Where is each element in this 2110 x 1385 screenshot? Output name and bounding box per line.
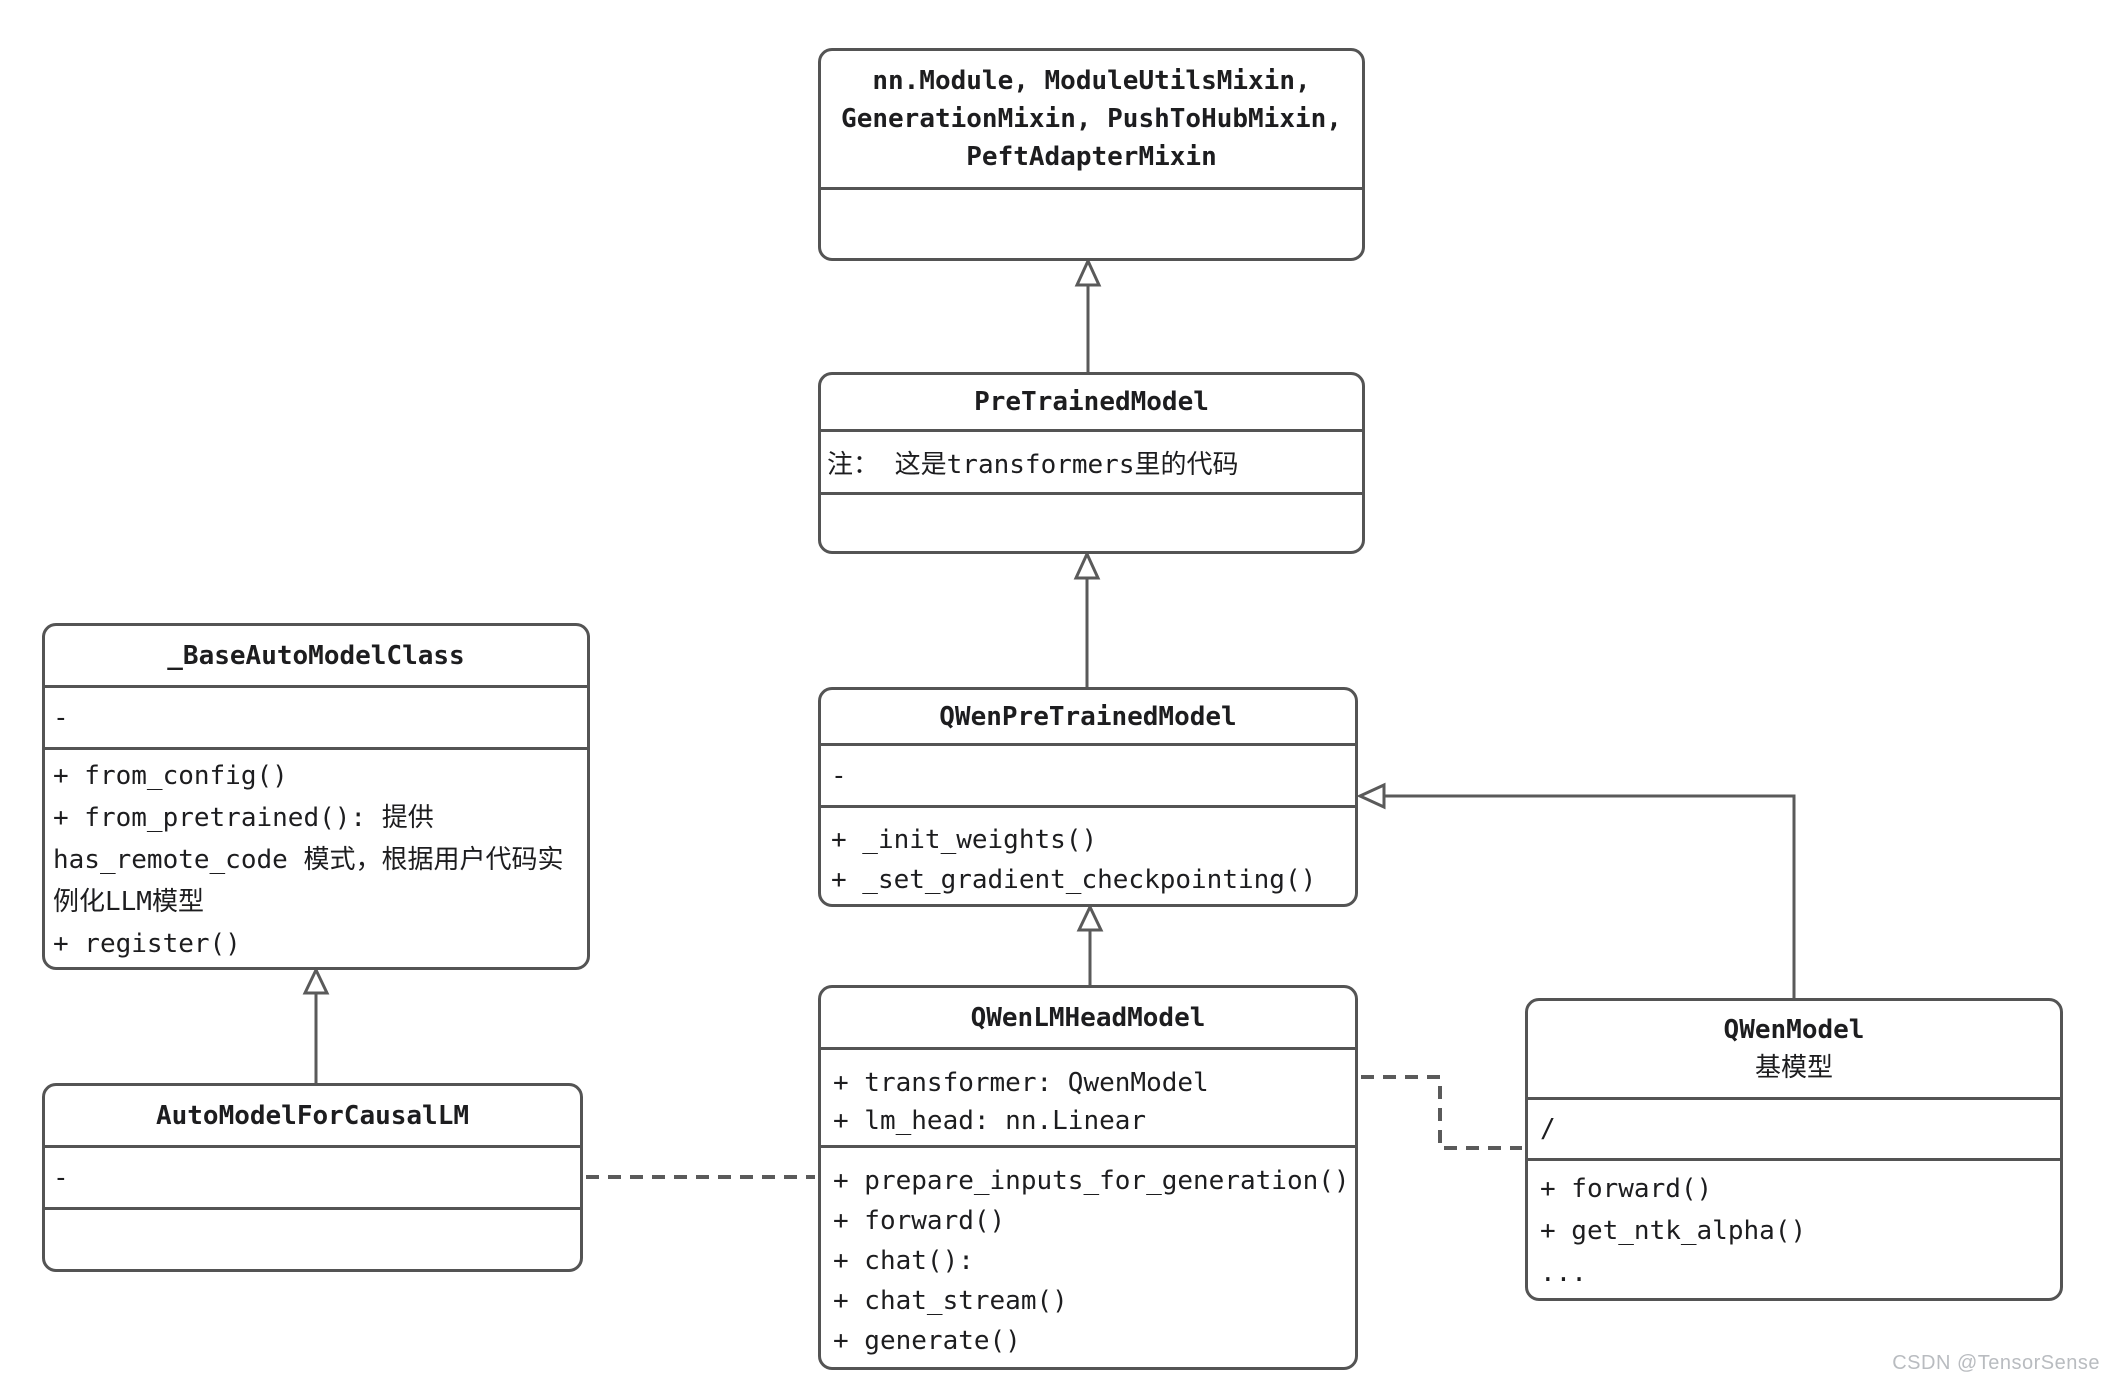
method-line: + generate()	[833, 1326, 1021, 1356]
methods-compartment: + from_config() + from_pretrained(): 提供 …	[45, 747, 587, 967]
inheritance-line-qwenmodel-to-qwenpretrained	[1384, 794, 1796, 998]
attributes-compartment: -	[821, 743, 1355, 805]
empty-compartment	[45, 1207, 580, 1269]
class-title-text: PreTrainedModel	[974, 387, 1209, 417]
class-title-text: QWenModel	[1723, 1015, 1865, 1045]
class-box-baseautomodelclass: _BaseAutoModelClass - + from_config() + …	[42, 623, 590, 970]
class-box-qwenpretrainedmodel: QWenPreTrainedModel - + _init_weights() …	[818, 687, 1358, 907]
attribute-line: + transformer: QwenModel	[833, 1068, 1209, 1098]
class-title-text: _BaseAutoModelClass	[167, 640, 465, 671]
attributes-compartment: + transformer: QwenModel + lm_head: nn.L…	[821, 1047, 1355, 1145]
attribute-line: /	[1540, 1114, 1556, 1144]
method-line: + chat_stream()	[833, 1286, 1068, 1316]
class-box-qwenlmheadmodel: QWenLMHeadModel + transformer: QwenModel…	[818, 985, 1358, 1370]
class-title-line: PeftAdapterMixin	[966, 142, 1217, 172]
method-line: + register()	[53, 929, 241, 959]
class-box-mixins: nn.Module, ModuleUtilsMixin, GenerationM…	[818, 48, 1365, 261]
class-note: 注： 这是transformers里的代码	[821, 429, 1362, 492]
class-title: PreTrainedModel	[821, 375, 1362, 429]
inheritance-arrowhead-up	[302, 966, 330, 995]
empty-compartment	[821, 187, 1362, 258]
note-text: 注： 这是transformers里的代码	[827, 449, 1239, 480]
method-line: + forward()	[1540, 1174, 1713, 1204]
attribute-line: -	[53, 1162, 69, 1193]
attribute-line: + lm_head: nn.Linear	[833, 1106, 1147, 1136]
class-title: QWenLMHeadModel	[821, 988, 1355, 1047]
method-line: + from_config()	[53, 761, 288, 791]
attributes-compartment: -	[45, 1145, 580, 1207]
method-line: + get_ntk_alpha()	[1540, 1216, 1807, 1246]
method-line: + _set_gradient_checkpointing()	[831, 865, 1317, 895]
attribute-line: -	[831, 760, 847, 791]
inheritance-arrowhead-up	[1073, 550, 1101, 580]
methods-compartment: + _init_weights() + _set_gradient_checkp…	[821, 805, 1355, 904]
class-subtitle-text: 基模型	[1754, 1053, 1833, 1083]
attribute-line: -	[53, 702, 69, 733]
class-box-pretrainedmodel: PreTrainedModel 注： 这是transformers里的代码	[818, 372, 1365, 554]
inheritance-arrowhead-up	[1076, 903, 1104, 932]
methods-compartment: + forward() + get_ntk_alpha() ...	[1528, 1158, 2060, 1298]
class-title-text: QWenPreTrainedModel	[939, 701, 1237, 732]
class-title-text: QWenLMHeadModel	[970, 1002, 1206, 1033]
method-line: ...	[1540, 1258, 1587, 1288]
class-title-mixins: nn.Module, ModuleUtilsMixin, GenerationM…	[821, 51, 1362, 187]
empty-compartment	[821, 492, 1362, 551]
method-line: + prepare_inputs_for_generation()	[833, 1166, 1350, 1196]
watermark: CSDN @TensorSense	[1892, 1352, 2100, 1374]
class-title: _BaseAutoModelClass	[45, 626, 587, 685]
attributes-compartment: -	[45, 685, 587, 747]
inheritance-arrowhead-left	[1356, 782, 1386, 810]
dashed-link-qwenlmhead-qwenmodel	[1361, 1075, 1522, 1150]
class-box-qwenmodel: QWenModel 基模型 / + forward() + get_ntk_al…	[1525, 998, 2063, 1301]
method-line: 例化LLM模型	[53, 887, 204, 917]
method-line: + from_pretrained(): 提供	[53, 803, 434, 833]
class-title-line: GenerationMixin, PushToHubMixin,	[841, 104, 1342, 134]
class-title: QWenPreTrainedModel	[821, 690, 1355, 743]
class-box-automodelforcausallm: AutoModelForCausalLM -	[42, 1083, 583, 1272]
method-line: has_remote_code 模式，根据用户代码实	[53, 845, 564, 875]
class-title-text: AutoModelForCausalLM	[155, 1100, 470, 1131]
method-line: + forward()	[833, 1206, 1006, 1236]
attributes-compartment: /	[1528, 1097, 2060, 1158]
class-title-line: nn.Module, ModuleUtilsMixin,	[872, 66, 1311, 96]
method-line: + chat():	[833, 1246, 974, 1276]
methods-compartment: + prepare_inputs_for_generation() + forw…	[821, 1145, 1355, 1367]
class-title: QWenModel 基模型	[1528, 1001, 2060, 1097]
inheritance-arrowhead-up	[1074, 257, 1102, 287]
method-line: + _init_weights()	[831, 825, 1098, 855]
class-title: AutoModelForCausalLM	[45, 1086, 580, 1145]
